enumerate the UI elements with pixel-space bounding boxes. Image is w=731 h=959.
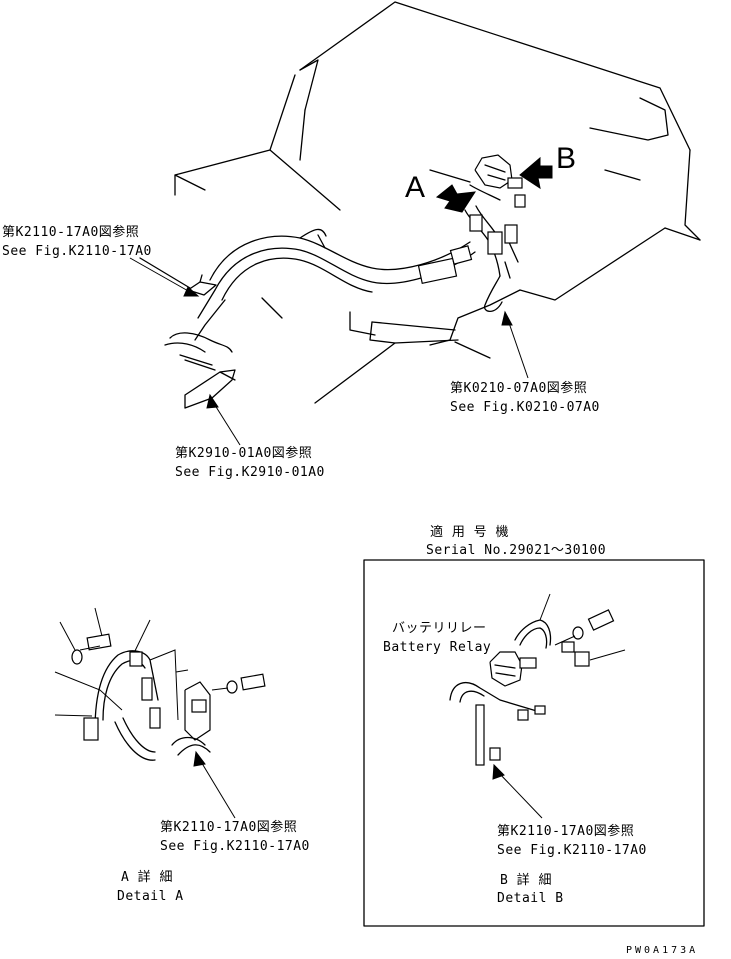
arrow-a-icon (435, 184, 476, 213)
ref-k2910-jp: 第K2910-01A0図参照 (175, 445, 312, 461)
detail-a-ref-en: See Fig.K2110-17A0 (160, 839, 310, 854)
detail-b-title-jp: B 詳 細 (500, 872, 552, 888)
drawing-code: PW0A173A (626, 945, 698, 956)
detail-b-ref-jp: 第K2110-17A0図参照 (497, 823, 634, 839)
label-b: B (556, 142, 576, 175)
detail-b-frame (363, 559, 705, 927)
ref-k2910-en: See Fig.K2910-01A0 (175, 465, 325, 480)
leader-arrow-icon (193, 750, 206, 767)
detail-a-title-jp: A 詳 細 (121, 869, 173, 885)
leader-arrow-icon (206, 393, 219, 409)
detail-b-drawing (449, 593, 626, 766)
wiring-harness (164, 154, 526, 409)
ref-k0210-jp: 第K0210-07A0図参照 (450, 380, 587, 396)
detail-b-title-en: Detail B (497, 891, 564, 906)
arrow-b-icon (519, 156, 553, 190)
ref-k2110-jp: 第K2110-17A0図参照 (2, 224, 139, 240)
relay-label-jp: バッテリリレー (392, 621, 487, 636)
detail-a-title-en: Detail A (117, 889, 184, 904)
ref-k2110-en: See Fig.K2110-17A0 (2, 244, 152, 259)
machine-body-outline (139, 1, 701, 404)
label-a: A (405, 171, 425, 204)
relay-label-en: Battery Relay (383, 640, 491, 655)
leader-arrow-icon (183, 286, 200, 297)
detail-a-ref-jp: 第K2110-17A0図参照 (160, 819, 297, 835)
leader-arrow-icon (501, 310, 513, 326)
ref-k0210-en: See Fig.K0210-07A0 (450, 400, 600, 415)
leader-arrow-icon (492, 763, 505, 780)
detail-a-drawing (54, 607, 266, 761)
serial-label-jp: 適 用 号 機 (430, 524, 509, 540)
detail-b-ref-en: See Fig.K2110-17A0 (497, 843, 647, 858)
serial-label-en: Serial No.29021～30100 (426, 543, 606, 558)
